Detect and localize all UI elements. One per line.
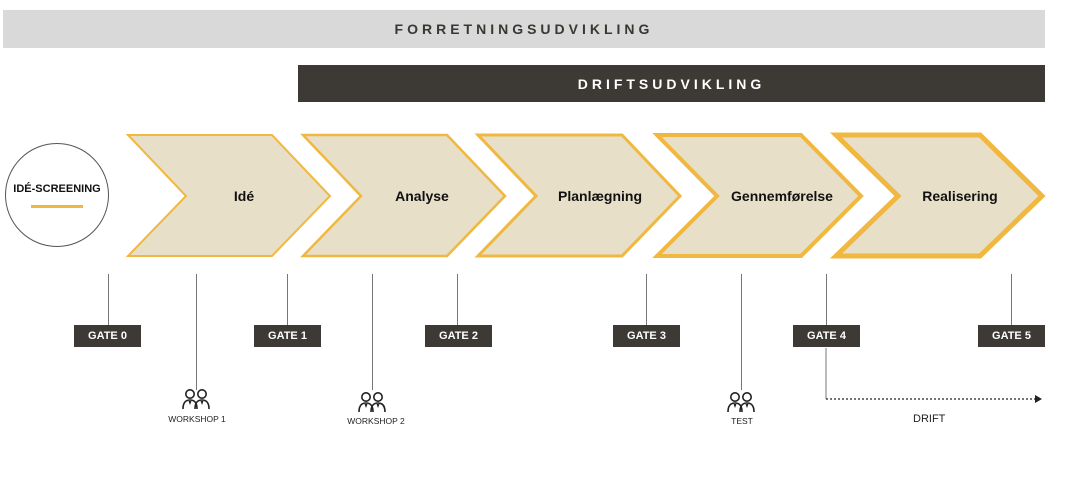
phase-chevron-analyse: Analyse xyxy=(300,133,507,258)
gate-0: GATE 0 xyxy=(71,325,141,347)
idea-screening-circle: IDÉ-SCREENING xyxy=(5,143,109,247)
gate-1-line xyxy=(287,274,288,325)
idea-screening-underline xyxy=(31,204,83,208)
workshop-1-label: WORKSHOP 1 xyxy=(168,414,226,424)
gate-2-label: GATE 2 xyxy=(439,330,478,342)
phase-label-realisering: Realisering xyxy=(922,188,997,204)
gate-3: GATE 3 xyxy=(610,325,680,347)
gate-2: GATE 2 xyxy=(422,325,492,347)
gate-4-line xyxy=(826,274,827,325)
gate-5-label: GATE 5 xyxy=(992,330,1031,342)
gate-0-line xyxy=(108,274,109,325)
gate-4: GATE 4 xyxy=(790,325,860,347)
gate-1: GATE 1 xyxy=(251,325,321,347)
test-line xyxy=(741,274,742,390)
idea-screening-label: IDÉ-SCREENING xyxy=(13,182,101,195)
drift-arrow xyxy=(825,348,1042,403)
test-label: TEST xyxy=(731,416,753,426)
gate-3-line xyxy=(646,274,647,325)
phase-chevron-gennemforelse: Gennemførelse xyxy=(652,133,864,258)
business-development-band: FORRETNINGSUDVIKLING xyxy=(3,10,1045,48)
people-icon xyxy=(358,392,386,413)
phase-label-gennemforelse: Gennemførelse xyxy=(731,188,833,204)
people-icon xyxy=(182,389,210,410)
people-icon xyxy=(727,392,755,413)
phase-chevron-ide: Idé xyxy=(125,134,332,257)
gate-2-line xyxy=(457,274,458,325)
gate-0-label: GATE 0 xyxy=(88,330,127,342)
phase-label-analyse: Analyse xyxy=(395,188,449,204)
operations-development-label: DRIFTSUDVIKLING xyxy=(577,75,766,92)
gate-3-label: GATE 3 xyxy=(627,330,666,342)
workshop-2-label: WORKSHOP 2 xyxy=(347,416,405,426)
workshop-1-line xyxy=(196,274,197,390)
operations-development-band: DRIFTSUDVIKLING xyxy=(298,65,1045,102)
phase-label-planlaegning: Planlægning xyxy=(558,188,642,204)
phase-chevron-planlaegning: Planlægning xyxy=(474,133,683,258)
phase-label-ide: Idé xyxy=(234,188,254,204)
workshop-2-line xyxy=(372,274,373,390)
gate-5: GATE 5 xyxy=(975,325,1045,347)
phase-chevron-realisering: Realisering xyxy=(829,132,1046,259)
gate-1-label: GATE 1 xyxy=(268,330,307,342)
gate-4-label: GATE 4 xyxy=(807,330,846,342)
gate-5-line xyxy=(1011,274,1012,325)
business-development-label: FORRETNINGSUDVIKLING xyxy=(394,21,654,37)
drift-label: DRIFT xyxy=(913,413,946,425)
